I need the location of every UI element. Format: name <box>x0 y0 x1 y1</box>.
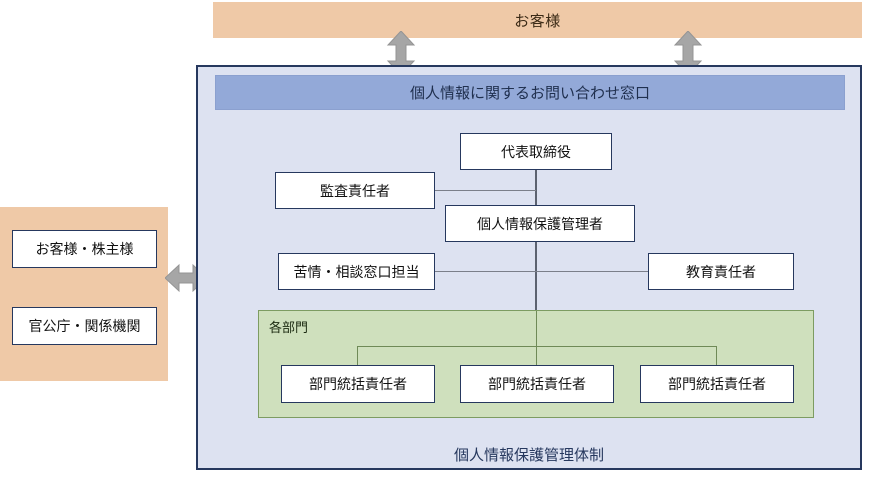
arrow-customer-to-contact-right <box>673 31 703 75</box>
contact-window-bar[interactable]: 個人情報に関するお問い合わせ窓口 <box>215 75 845 110</box>
connector-drop-dept-3 <box>716 346 718 366</box>
department-box-label: 部門統括責任者 <box>668 376 766 392</box>
stakeholder-box-label: 官公庁・関係機関 <box>28 318 141 334</box>
department-box-3[interactable]: 部門統括責任者 <box>640 365 794 403</box>
org-box-privacy-manager[interactable]: 個人情報保護管理者 <box>445 205 635 242</box>
org-box-education-manager[interactable]: 教育責任者 <box>648 253 794 290</box>
department-box-2[interactable]: 部門統括責任者 <box>460 365 614 403</box>
customer-band-label: お客様 <box>514 12 561 30</box>
org-box-label: 監査責任者 <box>320 182 390 199</box>
system-caption: 個人情報保護管理体制 <box>198 440 860 468</box>
connector-center-to-education <box>536 271 648 273</box>
department-box-1[interactable]: 部門統括責任者 <box>281 365 435 403</box>
org-box-label: 個人情報保護管理者 <box>477 215 603 232</box>
department-box-label: 部門統括責任者 <box>488 376 586 392</box>
department-box-label: 部門統括責任者 <box>309 376 407 392</box>
connector-audit-to-ceo-line <box>435 190 536 192</box>
contact-window-label: 個人情報に関するお問い合わせ窓口 <box>409 85 650 102</box>
org-box-audit-manager[interactable]: 監査責任者 <box>275 172 435 209</box>
customer-band: お客様 <box>213 2 862 38</box>
org-box-label: 苦情・相談窓口担当 <box>293 263 420 280</box>
departments-section-label: 各部門 <box>269 320 309 335</box>
system-caption-label: 個人情報保護管理体制 <box>453 446 604 464</box>
privacy-management-system-container: 個人情報に関するお問い合わせ窓口 各部門 部門統括責任者 <box>196 65 862 470</box>
connector-manager-down <box>535 242 537 311</box>
connector-drop-dept-1 <box>357 346 359 366</box>
stakeholder-box-label: お客様・株主様 <box>35 241 134 257</box>
org-box-ceo[interactable]: 代表取締役 <box>460 133 612 170</box>
departments-region: 各部門 部門統括責任者 部門統括責任者 部門統括責任者 <box>258 310 814 418</box>
stakeholder-box-customers-shareholders[interactable]: お客様・株主様 <box>12 230 157 268</box>
arrow-customer-to-contact-left <box>386 31 416 75</box>
stakeholder-box-government-agencies[interactable]: 官公庁・関係機関 <box>12 307 157 345</box>
org-box-label: 代表取締役 <box>501 143 571 160</box>
org-box-label: 教育責任者 <box>686 263 756 280</box>
connector-ceo-to-manager <box>535 170 537 207</box>
stakeholder-panel: お客様・株主様 官公庁・関係機関 <box>0 207 168 381</box>
connector-drop-dept-2 <box>536 346 538 366</box>
org-box-complaint-desk[interactable]: 苦情・相談窓口担当 <box>278 253 435 290</box>
connector-into-departments <box>536 311 538 347</box>
